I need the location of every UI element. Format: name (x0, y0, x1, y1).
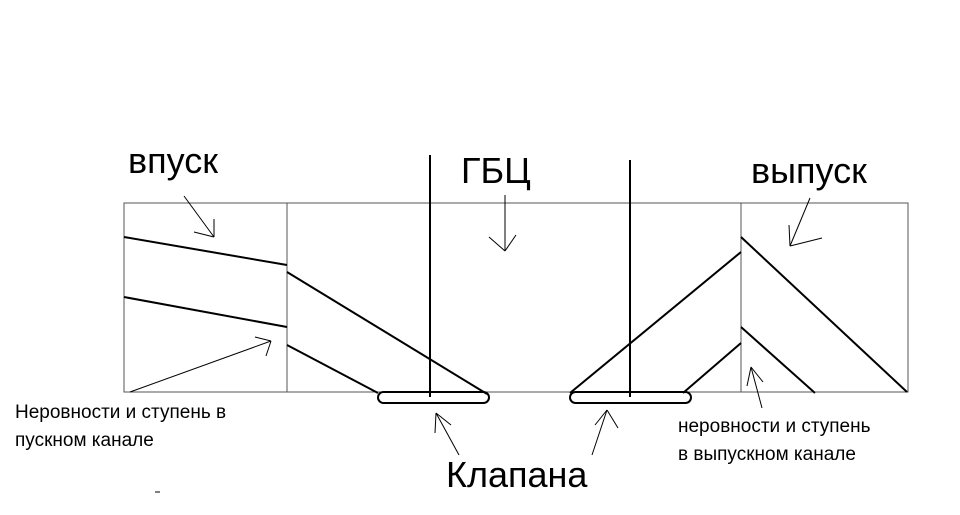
exhaust-runner-upper-wall (569, 251, 742, 394)
exhaust-arrow-icon (788, 197, 823, 247)
valves (377, 155, 692, 404)
intake-valve-head (377, 391, 490, 404)
head-label: ГБЦ (461, 150, 531, 191)
intake-valve-arrow-icon (434, 412, 460, 456)
intake-label: впуск (128, 140, 218, 181)
exhaust-valve-arrow-icon (591, 409, 619, 456)
head-arrow-icon (488, 195, 517, 252)
exhaust-step-arrow-icon (746, 366, 764, 409)
exhaust-port-upper-wall (740, 236, 908, 393)
intake-step-arrow-icon (129, 336, 272, 393)
intake-note-line-1: Неровности и ступень в (15, 402, 227, 423)
intake-arrow-icon (183, 195, 215, 238)
exhaust-port-lower-wall (740, 326, 816, 394)
intake-runner-upper-wall (286, 271, 488, 395)
exhaust-label: выпуск (751, 150, 867, 191)
intake-port (123, 236, 488, 395)
intake-runner-lower-wall (286, 344, 379, 394)
intake-port-lower-wall (123, 296, 288, 328)
pointer-arrows (129, 195, 823, 456)
head-body (123, 202, 909, 393)
intake-note-line-2: пускном канале (15, 430, 154, 451)
valves-label: Клапана (446, 454, 588, 495)
exhaust-note-line-2: в выпускном канале (678, 444, 856, 465)
exhaust-valve-head (569, 391, 692, 404)
exhaust-port (569, 236, 908, 394)
exhaust-runner-lower-wall (682, 342, 742, 394)
intake-port-upper-wall (123, 236, 288, 266)
exhaust-note-line-1: неровности и ступень (678, 416, 871, 437)
head-outline (123, 202, 909, 393)
